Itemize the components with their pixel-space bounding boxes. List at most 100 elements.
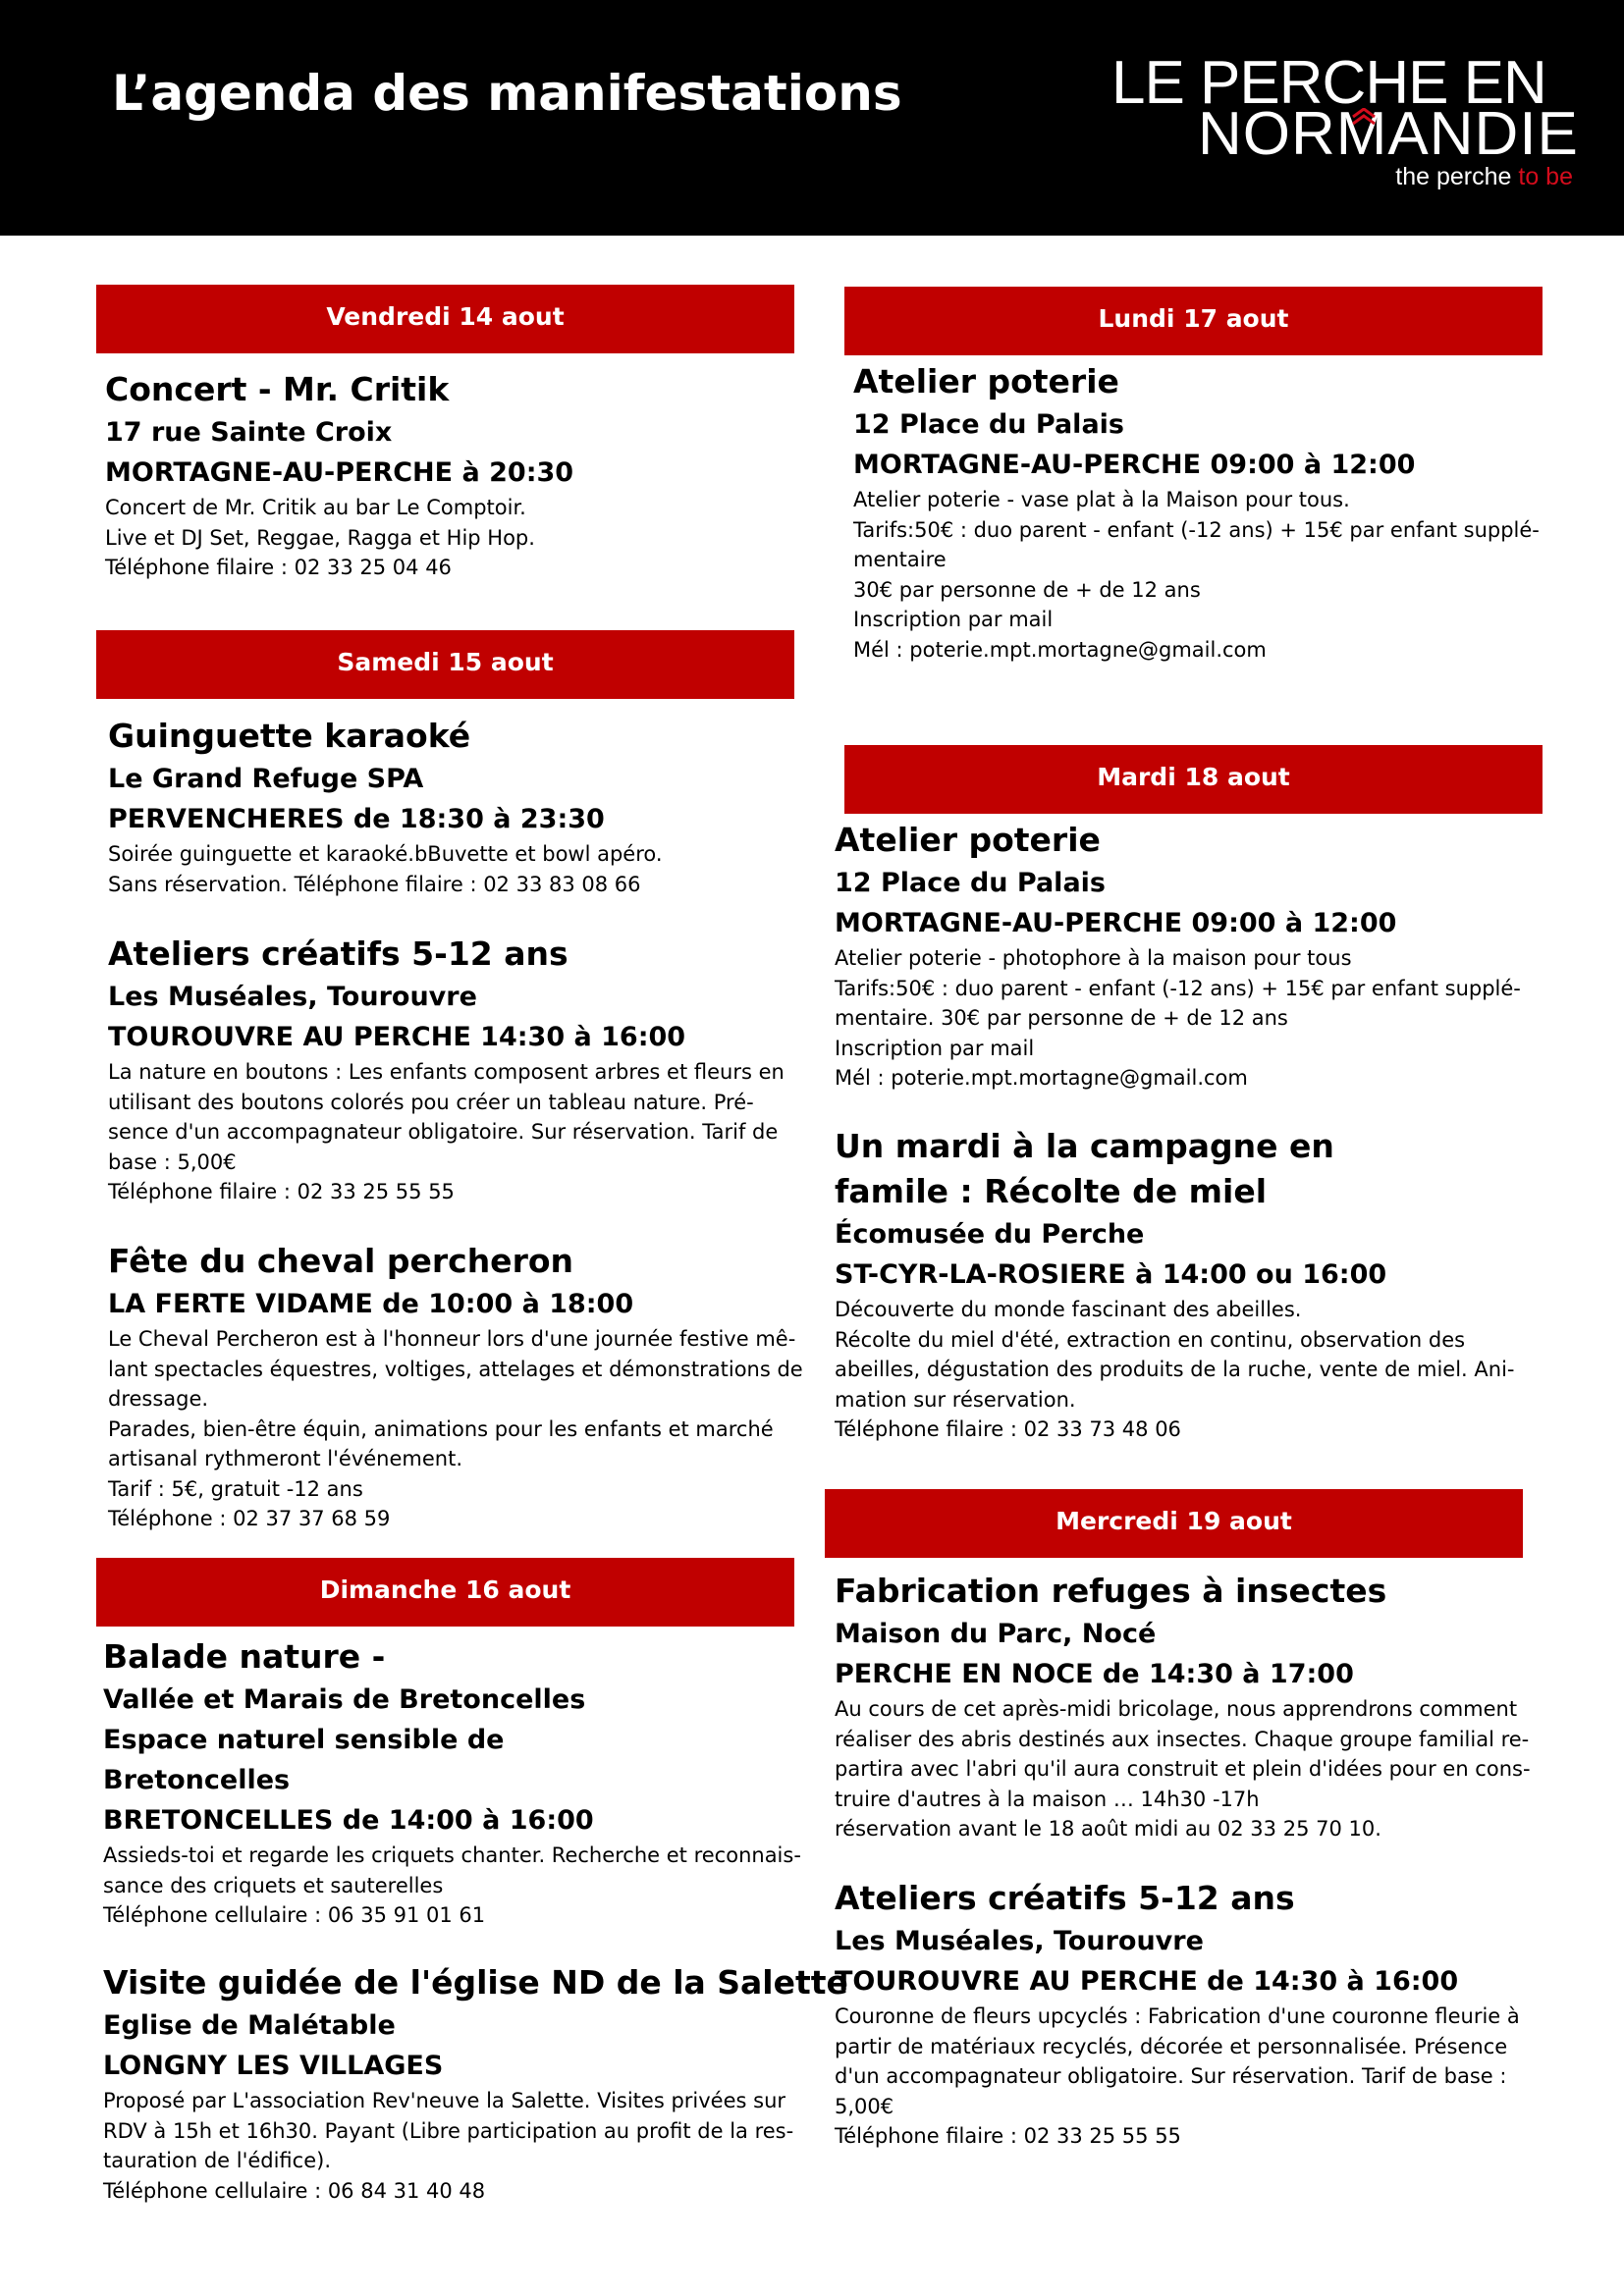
event-desc-line: Inscription par mail: [853, 608, 1054, 631]
event-phone: Téléphone filaire : 02 33 73 48 06: [835, 1417, 1181, 1441]
event-desc-line: Couronne de fleurs upcyclés : Fabricatio…: [835, 2004, 1520, 2028]
event-desc-line: Sans réservation. Téléphone filaire : 02…: [108, 872, 641, 896]
event-email: Mél : poterie.mpt.mortagne@gmail.com: [835, 1066, 1248, 1090]
event-concert-mr-critik: Concert - Mr. Critik 17 rue Sainte Croix…: [105, 367, 792, 583]
event-location: 17 rue Sainte Croix: [105, 417, 393, 448]
event-desc-line: Atelier poterie - vase plat à la Maison …: [853, 488, 1350, 511]
event-location: 12 Place du Palais: [835, 868, 1106, 898]
event-desc-line: réaliser des abris destinés aux insectes…: [835, 1727, 1530, 1751]
event-place-time: PERVENCHERES de 18:30 à 23:30: [108, 804, 605, 834]
day-header-mercredi: Mercredi 19 aout: [825, 1489, 1523, 1558]
event-location: 12 Place du Palais: [853, 409, 1124, 440]
event-mardi-campagne: Un mardi à la campagne en famile : Récol…: [835, 1124, 1522, 1445]
event-location: Vallée et Marais de Bretoncelles: [103, 1684, 586, 1715]
event-fete-cheval-percheron: Fête du cheval percheron LA FERTE VIDAME…: [108, 1239, 803, 1534]
event-phone: Téléphone filaire : 02 33 25 04 46: [105, 556, 452, 579]
event-desc-line: base : 5,00€: [108, 1149, 237, 1174]
page-title: L’agenda des manifestations: [112, 65, 902, 122]
event-title: Ateliers créatifs 5-12 ans: [108, 934, 568, 973]
event-desc-line: Récolte du miel d'été, extraction en con…: [835, 1327, 1466, 1352]
event-title: Atelier poterie: [835, 821, 1101, 859]
event-desc-line: Tarifs:50€ : duo parent - enfant (-12 an…: [835, 976, 1521, 1000]
event-desc-line: partira avec l'abri qu'il aura construit…: [835, 1757, 1531, 1781]
event-desc-line: Concert de Mr. Critik au bar Le Comptoir…: [105, 496, 526, 519]
event-place-time: MORTAGNE-AU-PERCHE à 20:30: [105, 457, 574, 488]
event-ateliers-creatifs-1: Ateliers créatifs 5-12 ans Les Muséales,…: [108, 932, 795, 1207]
event-desc-line: Découverte du monde fascinant des abeill…: [835, 1298, 1302, 1321]
event-desc-line: Soirée guinguette et karaoké.bBuvette et…: [108, 842, 663, 866]
event-title: Un mardi à la campagne en: [835, 1127, 1334, 1165]
day-header-lundi: Lundi 17 aout: [844, 287, 1543, 355]
event-title: Fête du cheval percheron: [108, 1242, 574, 1280]
event-desc-line: 5,00€: [835, 2094, 894, 2118]
event-desc-line: mentaire: [853, 548, 947, 571]
event-desc-line: sance des criquets et sauterelles: [103, 1873, 444, 1897]
event-guinguette-karaoke: Guinguette karaoké Le Grand Refuge SPA P…: [108, 714, 795, 899]
page-header: L’agenda des manifestations LE PERCHE EN…: [0, 0, 1624, 236]
event-desc-line: artisanal rythmeront l'événement.: [108, 1447, 462, 1470]
event-atelier-poterie-2: Atelier poterie 12 Place du Palais MORTA…: [835, 818, 1522, 1094]
event-desc-line: mentaire. 30€ par personne de + de 12 an…: [835, 1006, 1288, 1030]
event-place-time: TOUROUVRE AU PERCHE de 14:30 à 16:00: [835, 1966, 1459, 1997]
event-visite-eglise: Visite guidée de l'église ND de la Salet…: [103, 1960, 848, 2206]
event-location: Le Grand Refuge SPA: [108, 764, 424, 794]
event-location: Maison du Parc, Nocé: [835, 1619, 1157, 1649]
event-phone: Téléphone : 02 37 37 68 59: [108, 1507, 391, 1530]
event-title: Visite guidée de l'église ND de la Salet…: [103, 1963, 848, 2002]
event-location: Écomusée du Perche: [835, 1219, 1145, 1250]
logo-chevron-icon: [1352, 108, 1376, 126]
event-place-time: TOUROUVRE AU PERCHE 14:30 à 16:00: [108, 1022, 686, 1052]
logo-tagline: the perche to be: [1395, 163, 1573, 190]
event-place-time: PERCHE EN NOCE de 14:30 à 17:00: [835, 1659, 1354, 1689]
event-place-time: LA FERTE VIDAME de 10:00 à 18:00: [108, 1289, 634, 1319]
day-header-mardi: Mardi 18 aout: [844, 745, 1543, 814]
event-desc-line: Parades, bien-être équin, animations pou…: [108, 1416, 774, 1441]
event-desc-line: lant spectacles équestres, voltiges, att…: [108, 1357, 803, 1381]
event-place-time: MORTAGNE-AU-PERCHE 09:00 à 12:00: [853, 450, 1416, 480]
logo-line-2: NORMANDIE: [1198, 100, 1579, 168]
event-desc-line: Proposé par L'association Rev'neuve la S…: [103, 2089, 786, 2112]
day-header-samedi: Samedi 15 aout: [96, 630, 794, 699]
event-desc-line: Le Cheval Percheron est à l'honneur lors…: [108, 1327, 796, 1351]
event-refuges-insectes: Fabrication refuges à insectes Maison du…: [835, 1569, 1531, 1844]
brand-logo: LE PERCHE EN NORMANDIE the perche to be: [1111, 49, 1583, 191]
event-desc-line: 30€ par personne de + de 12 ans: [853, 577, 1201, 602]
event-desc-line: Atelier poterie - photophore à la maison…: [835, 946, 1352, 970]
event-location: Eglise de Malétable: [103, 2010, 396, 2041]
event-location: Bretoncelles: [103, 1765, 291, 1795]
event-title: Fabrication refuges à insectes: [835, 1572, 1387, 1610]
event-title: Atelier poterie: [853, 362, 1119, 400]
event-desc-line: Assieds-toi et regarde les criquets chan…: [103, 1843, 801, 1867]
event-location: Les Muséales, Tourouvre: [835, 1926, 1204, 1956]
event-place-time: LONGNY LES VILLAGES: [103, 2051, 444, 2081]
event-balade-nature: Balade nature - Vallée et Marais de Bret…: [103, 1634, 801, 1931]
event-phone: Téléphone filaire : 02 33 25 55 55: [108, 1180, 455, 1203]
event-desc-line: abeilles, dégustation des produits de la…: [835, 1358, 1515, 1381]
event-location: Les Muséales, Tourouvre: [108, 982, 477, 1012]
event-title: famile : Récolte de miel: [835, 1172, 1268, 1210]
event-ateliers-creatifs-2: Ateliers créatifs 5-12 ans Les Muséales,…: [835, 1876, 1522, 2152]
event-desc-line: Live et DJ Set, Reggae, Ragga et Hip Hop…: [105, 525, 535, 550]
event-desc-line: Au cours de cet après-midi bricolage, no…: [835, 1697, 1518, 1721]
event-title: Balade nature -: [103, 1637, 386, 1676]
event-title: Concert - Mr. Critik: [105, 370, 450, 408]
event-desc-line: utilisant des boutons colorés pou créer …: [108, 1090, 754, 1114]
event-phone: Téléphone filaire : 02 33 25 55 55: [835, 2124, 1181, 2148]
event-desc-line: partir de matériaux recyclés, décorée et…: [835, 2034, 1508, 2058]
event-desc-line: dressage.: [108, 1387, 209, 1411]
event-place-time: ST-CYR-LA-ROSIERE à 14:00 ou 16:00: [835, 1259, 1387, 1290]
event-phone: Téléphone cellulaire : 06 84 31 40 48: [103, 2178, 486, 2203]
event-desc-line: Tarif : 5€, gratuit -12 ans: [108, 1476, 363, 1501]
logo-line-1: LE PERCHE EN: [1111, 49, 1547, 117]
event-desc-line: Tarifs:50€ : duo parent - enfant (-12 an…: [853, 517, 1540, 542]
event-place-time: MORTAGNE-AU-PERCHE 09:00 à 12:00: [835, 908, 1397, 938]
event-desc-line: tauration de l'édifice).: [103, 2149, 331, 2172]
event-desc-line: réservation avant le 18 août midi au 02 …: [835, 1817, 1381, 1841]
event-atelier-poterie-1: Atelier poterie 12 Place du Palais MORTA…: [853, 359, 1541, 665]
event-email: Mél : poterie.mpt.mortagne@gmail.com: [853, 637, 1267, 662]
event-place-time: BRETONCELLES de 14:00 à 16:00: [103, 1805, 594, 1836]
event-title: Guinguette karaoké: [108, 717, 471, 755]
event-phone: Téléphone cellulaire : 06 35 91 01 61: [103, 1903, 486, 1927]
day-header-dimanche: Dimanche 16 aout: [96, 1558, 794, 1627]
event-desc-line: Inscription par mail: [835, 1036, 1035, 1060]
